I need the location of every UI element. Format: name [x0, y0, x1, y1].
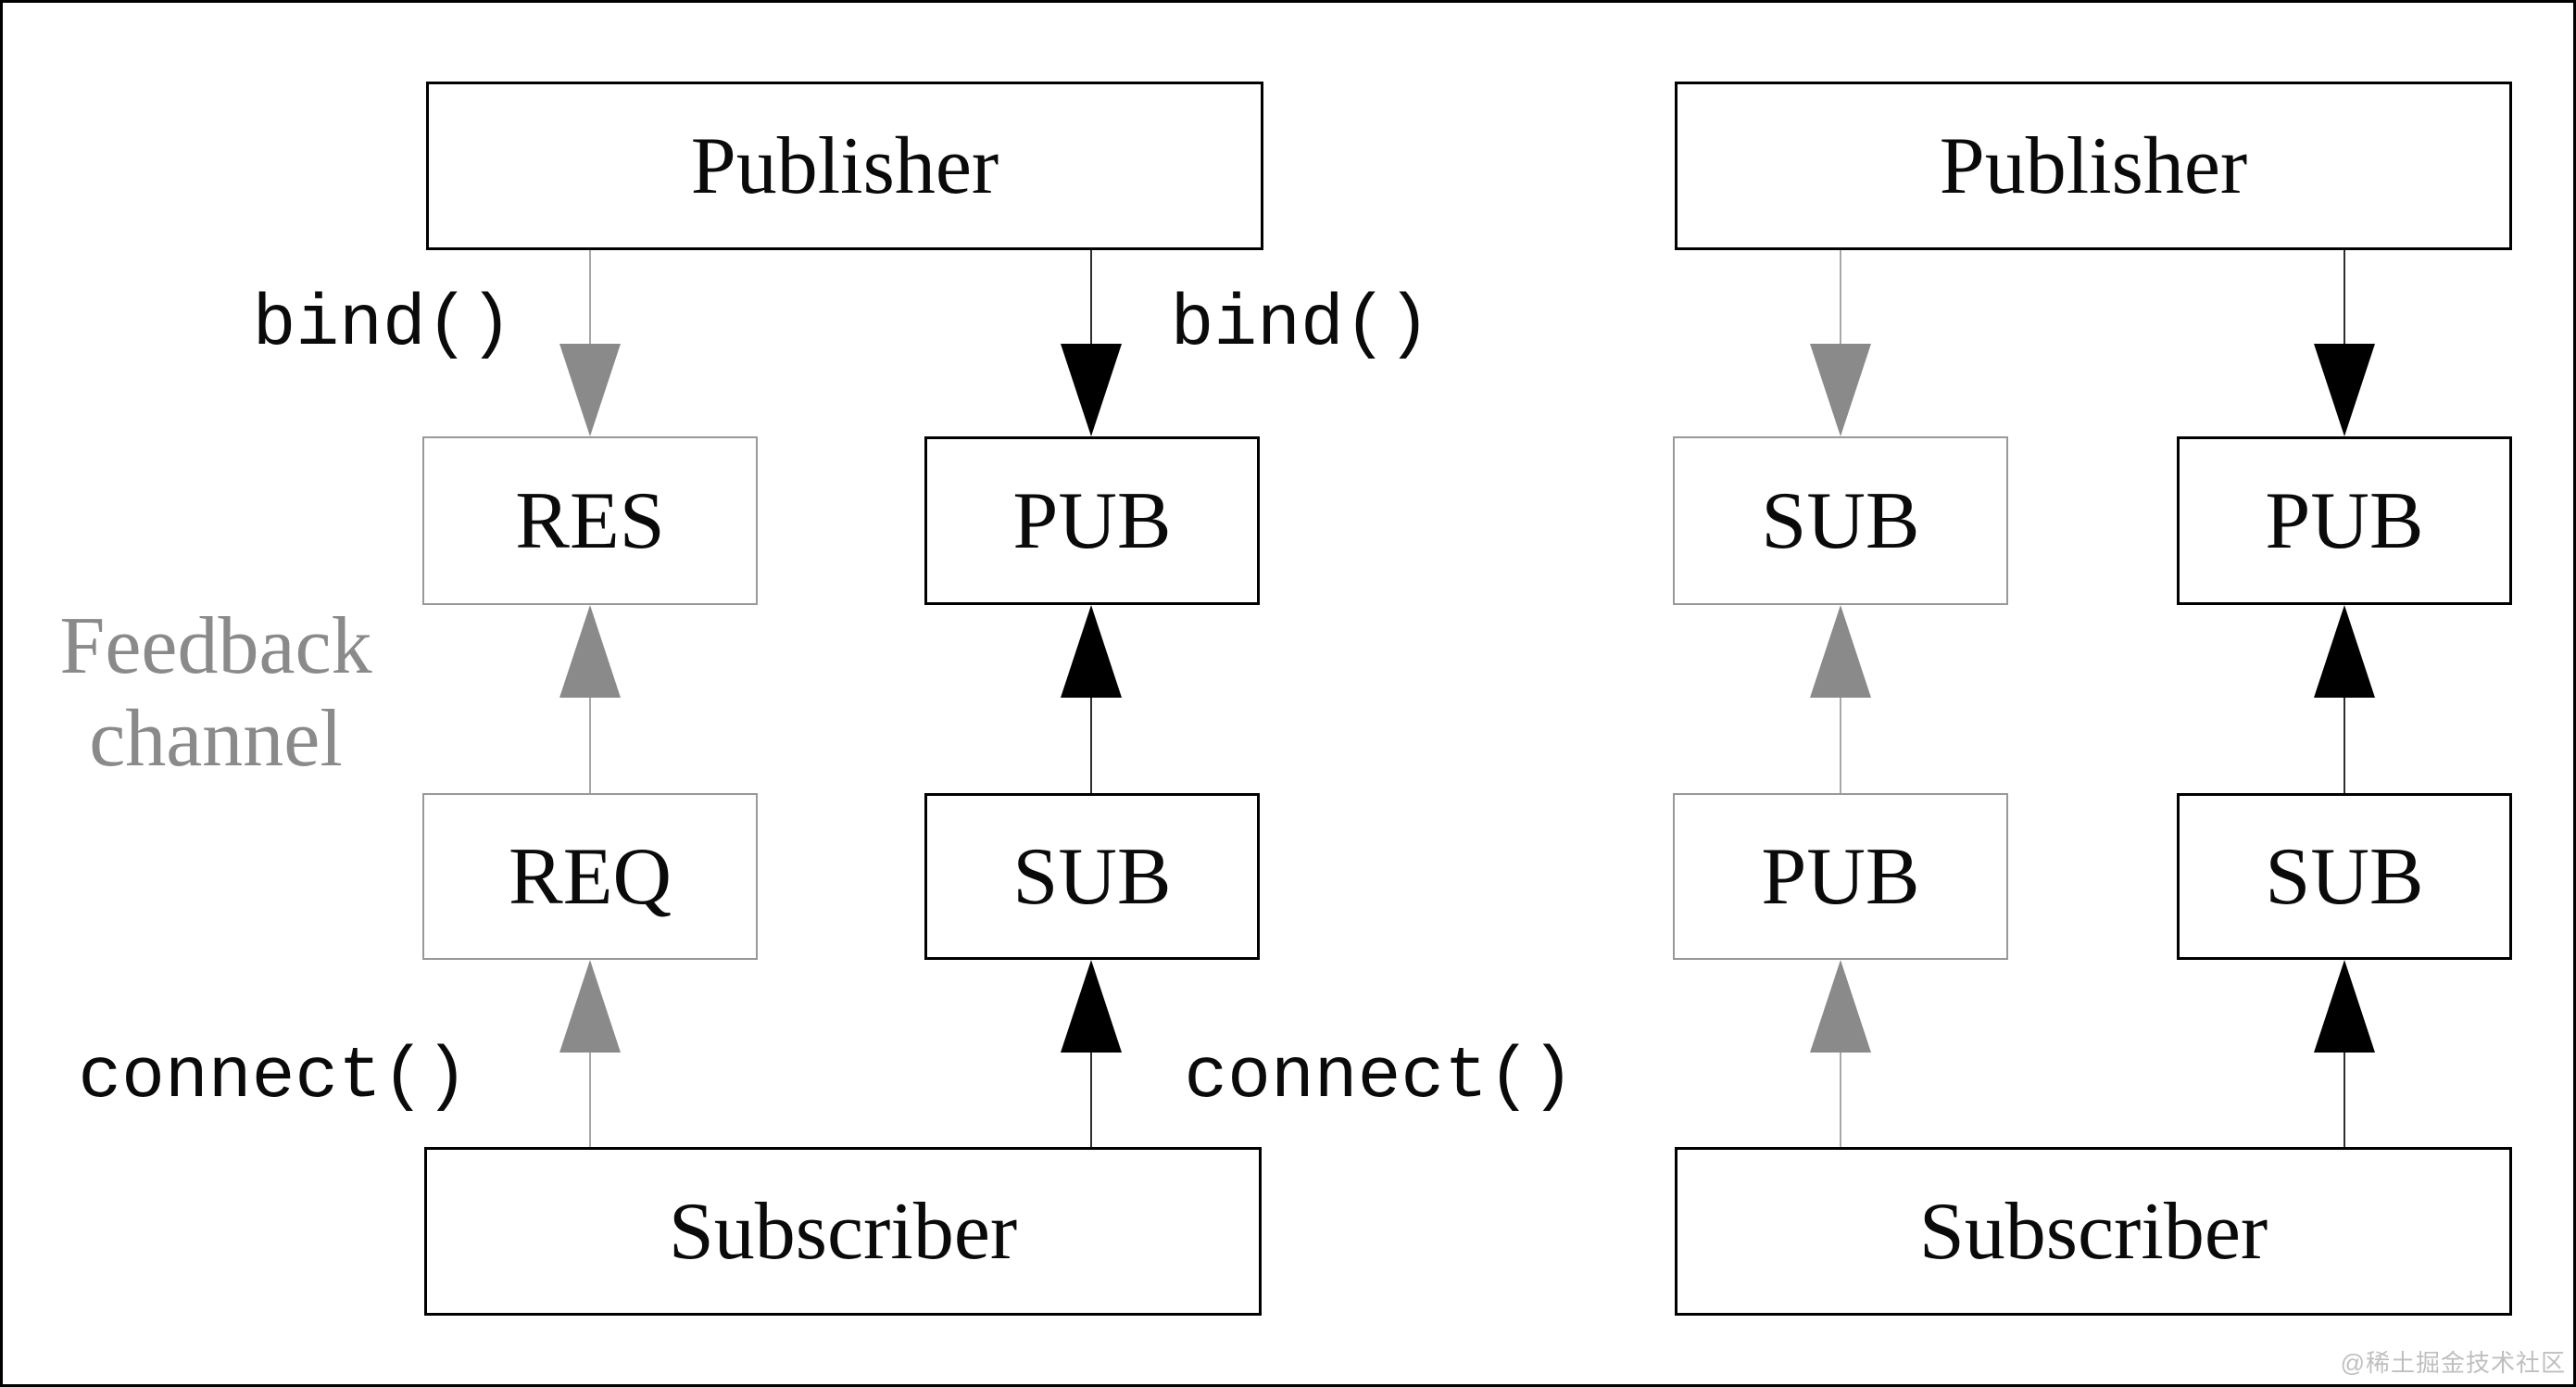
right-main-line-top	[2344, 250, 2345, 347]
socket-box-res: RES	[422, 436, 758, 605]
up-arrow-black-left-bottom-icon	[1061, 960, 1122, 1053]
down-arrow-gray-left-icon	[559, 344, 621, 436]
left-main-line-middle	[1090, 698, 1092, 793]
down-arrow-black-right-icon	[2314, 344, 2375, 436]
up-arrow-gray-right-bottom-icon	[1810, 960, 1871, 1053]
right-feedback-line-bottom	[1840, 1053, 1841, 1147]
bind-label-left: bind()	[252, 284, 513, 366]
bind-label-right: bind()	[1170, 284, 1431, 366]
left-feedback-line-bottom	[589, 1053, 591, 1147]
right-feedback-line-top	[1840, 250, 1841, 347]
right-feedback-line-middle	[1840, 698, 1841, 793]
up-arrow-black-left-mid-icon	[1061, 605, 1122, 698]
down-arrow-black-left-icon	[1061, 344, 1122, 436]
right-main-line-bottom	[2344, 1053, 2345, 1147]
socket-box-pub-bottom-right-diagram: PUB	[1673, 793, 2008, 960]
watermark-text: @稀土掘金技术社区	[2340, 1349, 2566, 1377]
left-feedback-line-top	[589, 250, 591, 347]
socket-box-pub-left: PUB	[924, 436, 1260, 605]
socket-box-sub-left: SUB	[924, 793, 1260, 960]
right-subscriber-box: Subscriber	[1675, 1147, 2512, 1316]
left-main-line-top	[1090, 250, 1092, 347]
down-arrow-gray-right-icon	[1810, 344, 1871, 436]
left-main-line-bottom	[1090, 1053, 1092, 1147]
connect-label-right: connect()	[1184, 1037, 1575, 1118]
socket-box-pub-top-right-diagram: PUB	[2177, 436, 2512, 605]
connect-label-left: connect()	[78, 1037, 469, 1118]
up-arrow-black-right-mid-icon	[2314, 605, 2375, 698]
up-arrow-gray-left-mid-icon	[559, 605, 621, 698]
right-publisher-box: Publisher	[1675, 82, 2512, 250]
feedback-channel-line2: channel	[89, 694, 343, 784]
up-arrow-gray-right-mid-icon	[1810, 605, 1871, 698]
left-feedback-line-middle	[589, 698, 591, 793]
right-main-line-middle	[2344, 698, 2345, 793]
up-arrow-gray-left-bottom-icon	[559, 960, 621, 1053]
socket-box-req: REQ	[422, 793, 758, 960]
socket-box-sub-top-right-diagram: SUB	[1673, 436, 2008, 605]
feedback-channel-line1: Feedback	[59, 601, 372, 691]
left-subscriber-box: Subscriber	[424, 1147, 1262, 1316]
left-publisher-box: Publisher	[426, 82, 1263, 250]
feedback-channel-label: Feedback channel	[31, 600, 401, 786]
socket-box-sub-bottom-right-diagram: SUB	[2177, 793, 2512, 960]
up-arrow-black-right-bottom-icon	[2314, 960, 2375, 1053]
